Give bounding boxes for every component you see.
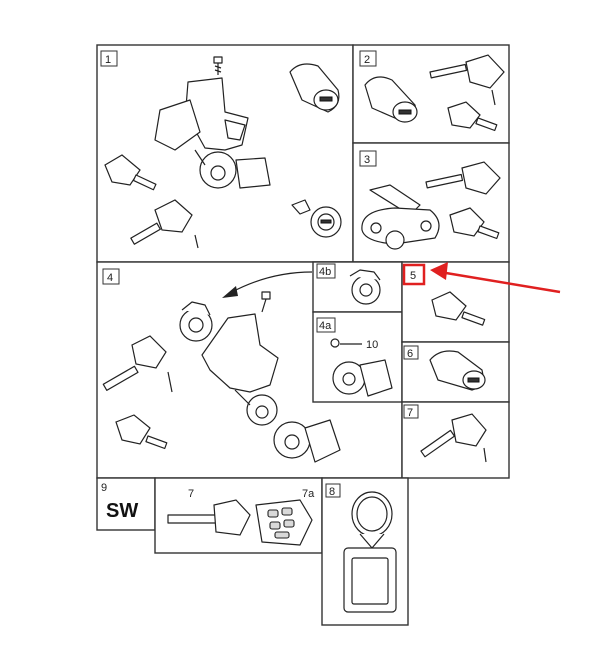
key-icon [104, 154, 157, 191]
ignition-lock-housing-icon [154, 77, 271, 189]
screw-icon [330, 338, 362, 348]
label-7-bottom: 7 [188, 488, 194, 500]
panel-3: 3 [352, 142, 510, 263]
lock-cylinder-icon [349, 269, 381, 305]
panel-6: 6 [401, 341, 510, 403]
label-3: 3 [364, 154, 370, 166]
label-9: 9 [101, 482, 107, 494]
panel-4b: 4b [312, 261, 403, 313]
panel-8: 8 [321, 477, 409, 626]
label-7a: 7a [302, 488, 315, 500]
panel-1: 1 [96, 44, 354, 263]
panel-4a: 4a 10 [312, 311, 403, 403]
key-icon [130, 199, 199, 249]
lock-cylinder-icon [364, 76, 418, 123]
key-icon [447, 101, 498, 132]
label-8: 8 [329, 486, 335, 498]
label-7: 7 [407, 407, 413, 419]
label-6: 6 [407, 348, 413, 360]
trunk-lock-icon [361, 184, 440, 250]
key-icon [431, 291, 486, 326]
ignition-lock-housing-icon [201, 313, 279, 426]
label-2: 2 [364, 54, 370, 66]
label-4b: 4b [319, 266, 331, 278]
key-ring-icon [343, 491, 397, 613]
door-lock-cylinder-icon [291, 199, 342, 238]
folding-key-icon [167, 499, 251, 536]
lock-cylinder-icon [289, 63, 340, 113]
panel-7-remote-key: 7 7a [154, 477, 323, 554]
label-1: 1 [105, 54, 111, 66]
key-icon [449, 207, 500, 240]
panel-2: 2 [352, 44, 510, 144]
key-icon [420, 413, 487, 463]
remote-fob-icon [255, 499, 313, 546]
panel-7: 7 [401, 401, 510, 479]
key-icon [115, 414, 168, 450]
highlight-arrow-icon [430, 262, 561, 294]
lock-sleeve-icon [273, 419, 341, 463]
curved-arrow-icon [222, 271, 313, 298]
lock-cylinder-icon [179, 301, 213, 342]
label-4a: 4a [319, 320, 332, 332]
label-4: 4 [107, 272, 113, 284]
lock-cylinder-icon [429, 350, 486, 391]
sw-text: SW [106, 500, 138, 522]
screw-icon [261, 291, 271, 313]
key-icon [429, 54, 505, 106]
label-5: 5 [410, 270, 416, 282]
label-10: 10 [366, 339, 378, 351]
panel-9: 9 SW [96, 477, 156, 531]
key-icon [102, 335, 173, 393]
screw-icon [213, 56, 223, 75]
lock-sleeve-icon [332, 359, 393, 397]
key-icon [425, 161, 501, 195]
